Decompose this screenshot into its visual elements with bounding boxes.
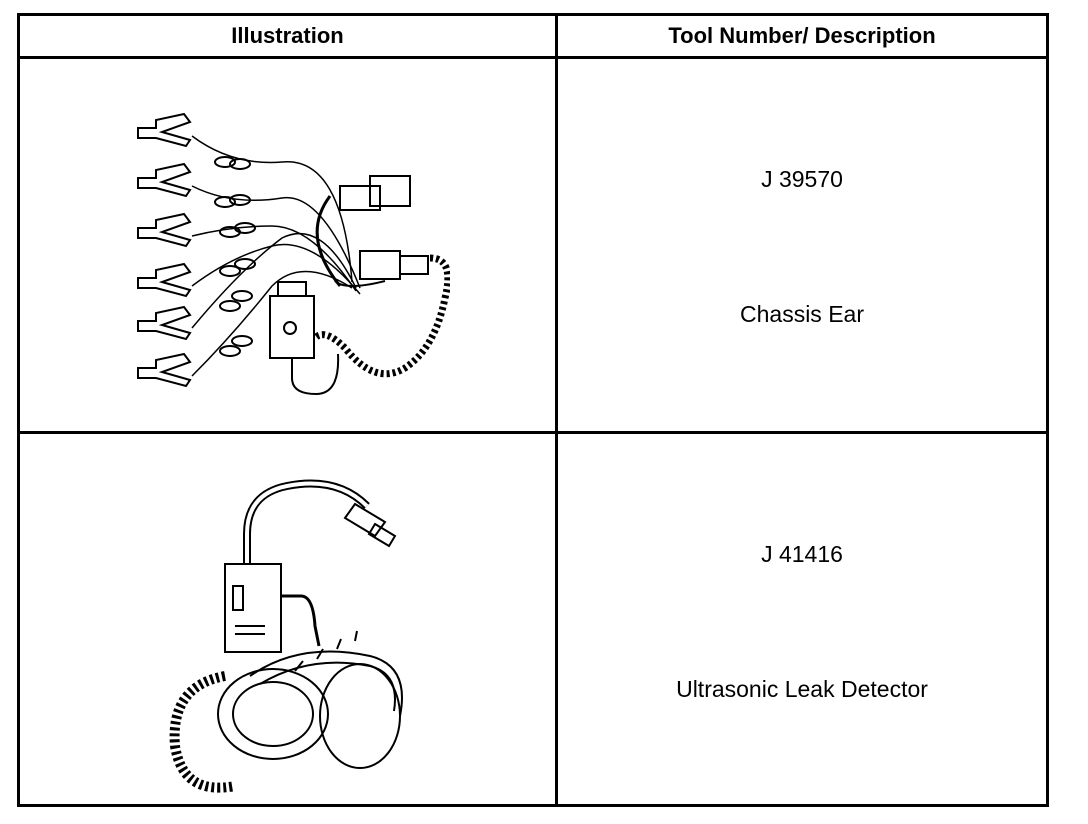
description-ultrasonic-leak-detector: Ultrasonic Leak Detector xyxy=(676,676,928,702)
clamp-icon xyxy=(137,112,192,388)
header-illustration: Illustration xyxy=(231,23,344,48)
tool-number-j41416: J 41416 xyxy=(761,541,843,567)
description-chassis-ear: Chassis Ear xyxy=(740,301,864,327)
ultrasonic-leak-detector-illustration xyxy=(155,476,415,796)
header-divider xyxy=(20,56,1046,59)
header-tool-description: Tool Number/ Description xyxy=(668,23,936,48)
row-divider xyxy=(20,431,1046,434)
chassis-ear-illustration xyxy=(130,106,450,396)
tool-number-j39570: J 39570 xyxy=(761,166,843,192)
column-divider xyxy=(555,16,558,804)
tool-table: Illustration Tool Number/ Description xyxy=(17,13,1049,807)
